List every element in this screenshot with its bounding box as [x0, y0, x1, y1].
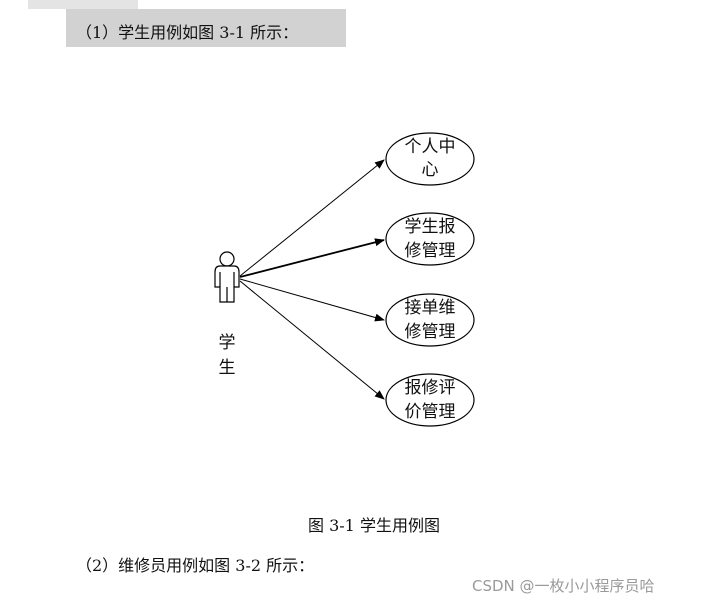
- use-case-repair-review: 报修评 价管理: [385, 373, 475, 427]
- use-case-label-line-1: 学生报: [405, 217, 456, 237]
- use-case-label-line-1: 接单维: [405, 298, 456, 318]
- use-case-label-line-2: 修管理: [405, 241, 456, 261]
- association-arrow-personal-center: [239, 159, 385, 277]
- next-section-heading: （2）维修员用例如图 3-2 所示：: [76, 556, 315, 575]
- figure-caption: 图 3-1 学生用例图: [308, 516, 440, 535]
- association-lines: [239, 159, 385, 400]
- use-case-label-line-2: 修管理: [405, 322, 456, 342]
- association-arrow-repair-request: [239, 238, 385, 278]
- use-case-label-line-2: 心: [422, 160, 439, 180]
- heading-highlight: [66, 9, 346, 47]
- use-case-personal-center: 个人中 心: [385, 132, 475, 186]
- use-case-repair-order: 接单维 修管理: [385, 293, 475, 347]
- use-case-repair-request: 学生报 修管理: [385, 212, 475, 266]
- actor-label-line-2: 生: [219, 358, 236, 378]
- use-case-label-line-2: 价管理: [405, 402, 456, 422]
- use-case-label-line-1: 报修评: [405, 378, 456, 398]
- top-shade-strip: [28, 0, 138, 9]
- actor-student: 学 生: [214, 251, 240, 378]
- use-case-label-line-1: 个人中: [405, 137, 456, 157]
- actor-label-line-1: 学: [219, 333, 236, 353]
- section-heading: （1）学生用例如图 3-1 所示：: [76, 23, 299, 42]
- csdn-watermark: CSDN @一枚小小程序员哈: [472, 577, 655, 595]
- actor-icon: [214, 251, 240, 303]
- association-arrow-repair-order: [239, 278, 385, 322]
- association-arrow-repair-review: [239, 280, 385, 400]
